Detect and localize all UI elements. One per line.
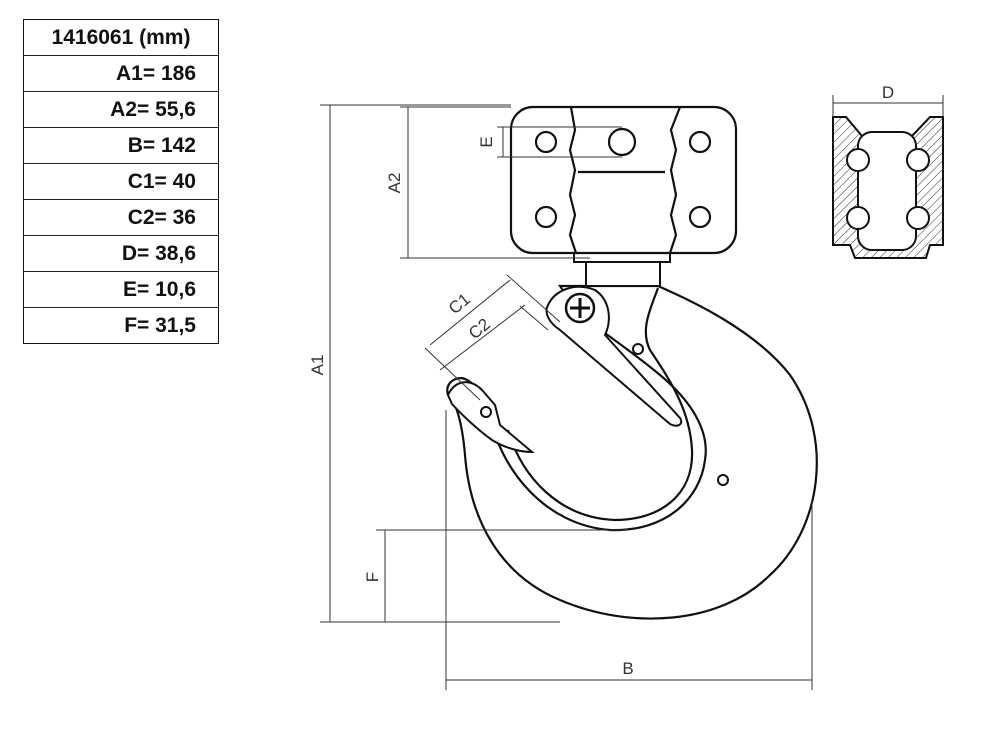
- table-row: D= 38,6: [23, 235, 219, 272]
- table-row: A1= 186: [23, 55, 219, 92]
- table-header: 1416061 (mm): [51, 25, 191, 49]
- pin-hole: [480, 406, 492, 418]
- row-b: B= 142: [23, 127, 219, 164]
- table-row: C1= 40: [23, 163, 219, 200]
- label-a1: A1: [308, 355, 327, 376]
- row-a1: A1= 186: [23, 55, 219, 92]
- row-c2: C2= 36: [23, 199, 219, 236]
- row-c1: C1= 40: [23, 163, 219, 200]
- label-f: F: [363, 572, 382, 582]
- swivel-neck: [573, 249, 671, 287]
- label-c2: C2: [465, 315, 494, 344]
- section-view: [832, 116, 944, 259]
- row-e: E= 10,6: [23, 271, 219, 308]
- pivot-screw: [564, 292, 596, 324]
- top-plate: [509, 105, 738, 255]
- hook-body: [446, 284, 818, 620]
- pin-hole: [632, 343, 644, 355]
- label-c1: C1: [445, 290, 474, 319]
- label-d: D: [882, 83, 894, 102]
- table-row: A2= 55,6: [23, 91, 219, 128]
- row-d: D= 38,6: [23, 235, 219, 272]
- label-b: B: [622, 659, 633, 678]
- table-row: B= 142: [23, 127, 219, 164]
- table-row: F= 31,5: [23, 307, 219, 344]
- row-a2: A2= 55,6: [23, 91, 219, 128]
- dimension-lines: [320, 95, 944, 690]
- table-header-row: 1416061 (mm): [24, 20, 219, 56]
- label-a2: A2: [385, 173, 404, 194]
- pin-hole: [717, 474, 729, 486]
- label-e: E: [477, 136, 496, 147]
- table-row: E= 10,6: [23, 271, 219, 308]
- table-row: C2= 36: [23, 199, 219, 236]
- dimension-table: 1416061 (mm) A1= 186 A2= 55,6 B= 142 C1=…: [23, 19, 219, 344]
- row-f: F= 31,5: [23, 307, 219, 344]
